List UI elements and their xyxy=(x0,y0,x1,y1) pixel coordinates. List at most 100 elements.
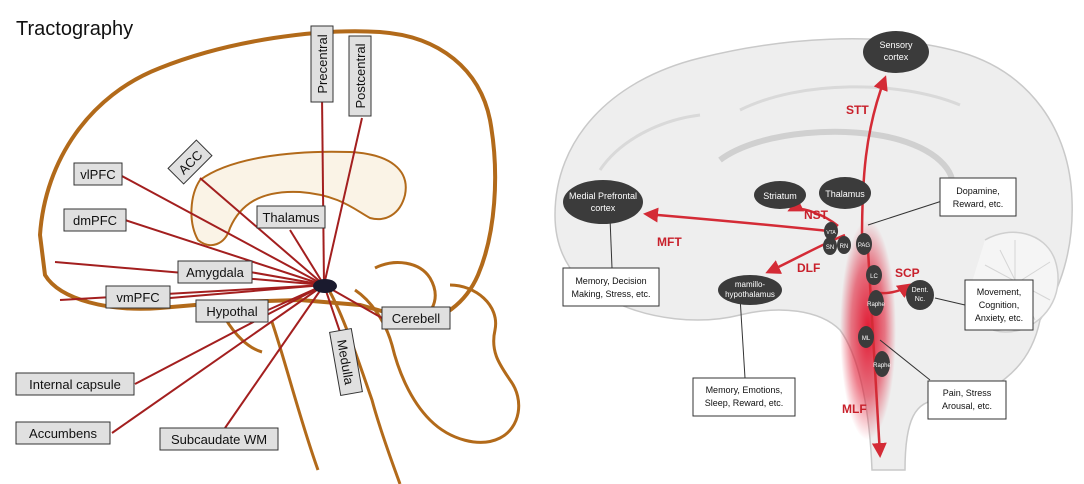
tract-label-mft: MFT xyxy=(657,235,682,249)
tractography-panel: Precentral Postcentral ACC vlPFC dmPFC T… xyxy=(15,25,521,484)
lower-outline xyxy=(270,321,320,471)
svg-text:Memory, Decision: Memory, Decision xyxy=(575,276,646,286)
node-raphe-1: Raphe xyxy=(867,290,886,316)
node-rn: RN xyxy=(837,236,851,254)
tract-accumbens xyxy=(111,284,325,434)
svg-text:Postcentral: Postcentral xyxy=(353,43,368,108)
svg-text:Memory, Emotions,: Memory, Emotions, xyxy=(706,385,783,395)
svg-text:vlPFC: vlPFC xyxy=(80,167,115,182)
svg-text:Reward, etc.: Reward, etc. xyxy=(953,199,1004,209)
callout-leaders xyxy=(609,199,966,381)
svg-text:Cognition,: Cognition, xyxy=(979,300,1020,310)
arrow-mft xyxy=(643,207,839,234)
corpus-callosum-outline xyxy=(190,150,407,247)
svg-text:Making, Stress, etc.: Making, Stress, etc. xyxy=(571,289,650,299)
callout-dopamine: Dopamine, Reward, etc. xyxy=(939,177,1017,217)
svg-text:Anxiety, etc.: Anxiety, etc. xyxy=(975,313,1023,323)
tract-label-stt: STT xyxy=(846,103,869,117)
callout-pain: Pain, Stress Arousal, etc. xyxy=(927,380,1007,420)
svg-text:RN: RN xyxy=(840,244,849,250)
svg-text:VTA: VTA xyxy=(826,230,836,236)
svg-text:ML: ML xyxy=(862,336,871,342)
svg-text:Cerebell: Cerebell xyxy=(392,311,441,326)
arrow-dlf xyxy=(765,233,846,274)
brainstem-outline xyxy=(328,291,402,484)
corpus-callosum xyxy=(718,128,956,197)
svg-text:Hypothal: Hypothal xyxy=(206,304,257,319)
tract-postcentral xyxy=(323,117,363,286)
svg-text:Arousal, etc.: Arousal, etc. xyxy=(942,401,992,411)
node-pag: PAG xyxy=(856,233,872,255)
svg-text:Dent.: Dent. xyxy=(912,287,929,294)
callout-memory-emotions: Memory, Emotions, Sleep, Reward, etc. xyxy=(692,377,796,417)
label-vmpfc: vmPFC xyxy=(105,285,171,309)
svg-text:Striatum: Striatum xyxy=(763,191,797,201)
svg-text:Raphe: Raphe xyxy=(867,302,885,308)
label-dmpfc: dmPFC xyxy=(63,208,127,232)
label-postcentral: Postcentral xyxy=(348,35,372,117)
tract-acc xyxy=(199,177,325,286)
node-lc: LC xyxy=(866,265,882,285)
label-internal-capsule: Internal capsule xyxy=(15,372,135,396)
callout-memory-decision: Memory, Decision Making, Stress, etc. xyxy=(562,267,660,307)
tract-label-mlf: MLF xyxy=(842,402,867,416)
tract-label-nst: NST xyxy=(804,208,829,222)
callout-movement: Movement, Cognition, Anxiety, etc. xyxy=(964,279,1034,331)
svg-text:dmPFC: dmPFC xyxy=(73,213,117,228)
svg-text:LC: LC xyxy=(870,274,878,280)
node-sensory-cortex: Sensory cortex xyxy=(863,31,929,73)
label-hypothal: Hypothal xyxy=(195,299,269,323)
svg-text:Thalamus: Thalamus xyxy=(262,210,320,225)
tract-internal-capsule xyxy=(134,284,325,385)
svg-text:Medial Prefrontal: Medial Prefrontal xyxy=(569,191,637,201)
svg-text:Amygdala: Amygdala xyxy=(186,265,245,280)
svg-text:Precentral: Precentral xyxy=(315,34,330,93)
svg-text:Raphe: Raphe xyxy=(873,363,891,369)
label-medulla: Medulla xyxy=(329,327,363,397)
label-precentral: Precentral xyxy=(310,25,334,103)
label-amygdala: Amygdala xyxy=(177,260,253,284)
brainstem-outline-2 xyxy=(354,283,521,444)
tract-amygdala xyxy=(249,271,325,286)
tract-vlpfc xyxy=(119,174,325,286)
svg-text:Movement,: Movement, xyxy=(977,287,1022,297)
node-raphe-2: Raphe xyxy=(873,351,892,377)
svg-text:Accumbens: Accumbens xyxy=(29,426,97,441)
node-mamillo-hypothalamus: mamillo- hypothalamus xyxy=(718,275,782,305)
node-dent-nc: Dent. Nc. xyxy=(906,280,934,310)
node-thalamus: Thalamus xyxy=(819,177,871,209)
svg-text:PAG: PAG xyxy=(858,243,871,249)
tract-label-scp: SCP xyxy=(895,266,920,280)
node-medial-prefrontal-cortex: Medial Prefrontal cortex xyxy=(563,180,643,224)
seed-region xyxy=(313,279,337,293)
svg-text:Nc.: Nc. xyxy=(915,296,926,303)
node-sn: SN xyxy=(823,237,837,255)
tract-extra-2 xyxy=(59,284,325,301)
node-vta: VTA xyxy=(824,222,838,240)
svg-text:Thalamus: Thalamus xyxy=(825,189,865,199)
svg-text:cortex: cortex xyxy=(884,52,909,62)
panel-title: Tractography xyxy=(16,18,134,40)
svg-text:Dopamine,: Dopamine, xyxy=(956,186,1000,196)
svg-text:vmPFC: vmPFC xyxy=(116,290,159,305)
tract-dmpfc xyxy=(124,219,325,286)
svg-text:Sleep, Reward, etc.: Sleep, Reward, etc. xyxy=(705,398,784,408)
tract-thalamus xyxy=(289,229,325,286)
cortex-fold-2 xyxy=(598,113,701,171)
label-thalamus: Thalamus xyxy=(256,205,326,229)
pathway-panel: STT NST MFT DLF SCP MLF Sensory cortex xyxy=(554,31,1073,471)
tract-label-dlf: DLF xyxy=(797,261,820,275)
svg-text:mamillo-: mamillo- xyxy=(735,280,766,289)
svg-text:cortex: cortex xyxy=(591,203,616,213)
svg-text:Internal capsule: Internal capsule xyxy=(29,377,121,392)
svg-text:Sensory: Sensory xyxy=(879,40,913,50)
label-vlpfc: vlPFC xyxy=(73,162,123,186)
svg-text:hypothalamus: hypothalamus xyxy=(725,290,775,299)
arrow-mlf xyxy=(866,249,887,458)
svg-text:Subcaudate WM: Subcaudate WM xyxy=(171,432,267,447)
svg-text:SN: SN xyxy=(826,245,834,251)
arrow-stt xyxy=(860,75,888,241)
tract-precentral xyxy=(321,94,325,286)
